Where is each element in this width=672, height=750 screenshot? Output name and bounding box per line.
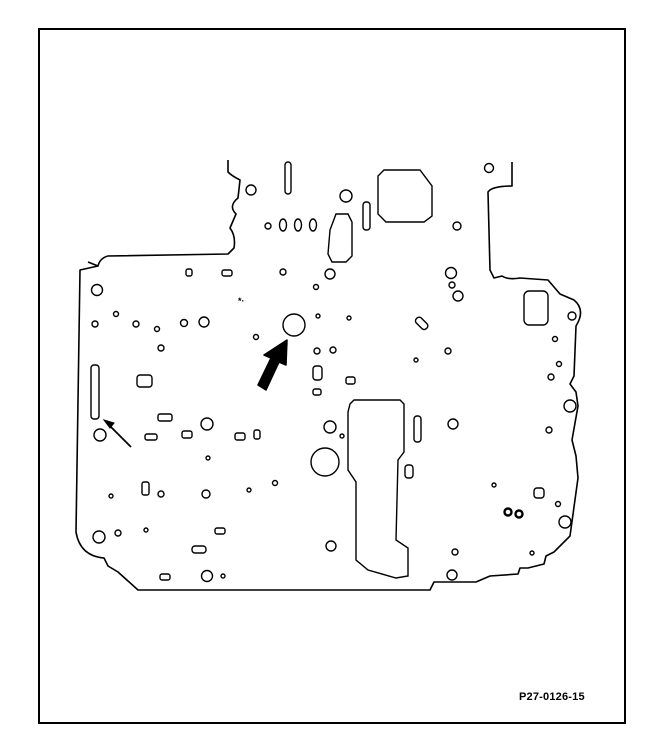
hole bbox=[339, 189, 353, 203]
hole bbox=[179, 318, 189, 328]
callout-mark: *· bbox=[238, 296, 245, 306]
small-port bbox=[345, 376, 356, 385]
hole bbox=[448, 281, 456, 289]
hole bbox=[93, 428, 107, 442]
angled-slot bbox=[414, 316, 429, 331]
hole bbox=[483, 162, 495, 174]
hole bbox=[157, 490, 165, 498]
hole bbox=[153, 325, 161, 333]
central-channel bbox=[347, 399, 409, 579]
hole bbox=[346, 315, 352, 321]
hole bbox=[220, 573, 226, 579]
slot-top-vertical bbox=[284, 161, 292, 195]
hole bbox=[200, 417, 214, 431]
oval-port bbox=[278, 218, 288, 232]
hole bbox=[447, 418, 459, 430]
pocket-right bbox=[523, 290, 549, 326]
hole bbox=[157, 344, 165, 352]
hole bbox=[264, 222, 272, 230]
small-port bbox=[533, 487, 545, 499]
small-port bbox=[312, 365, 323, 381]
hole bbox=[514, 509, 524, 519]
hole bbox=[451, 548, 459, 556]
hole bbox=[205, 455, 211, 461]
hole bbox=[112, 310, 120, 318]
hole bbox=[245, 184, 257, 196]
oval-port bbox=[293, 218, 303, 232]
small-port bbox=[144, 433, 158, 441]
small-port bbox=[141, 481, 150, 496]
pocket-top bbox=[377, 169, 433, 223]
figure-frame bbox=[38, 28, 626, 724]
hole bbox=[323, 420, 337, 434]
left-edge-notch bbox=[87, 261, 99, 267]
small-port bbox=[221, 269, 233, 277]
hole bbox=[413, 357, 419, 363]
hole bbox=[324, 268, 336, 280]
hole bbox=[558, 515, 572, 529]
hole bbox=[452, 221, 462, 231]
hole bbox=[279, 268, 287, 276]
separator-plate-outline bbox=[75, 160, 582, 591]
hole bbox=[339, 433, 345, 439]
slot bbox=[362, 201, 371, 231]
hole bbox=[271, 479, 279, 487]
pocket-angled bbox=[327, 213, 353, 263]
hole bbox=[143, 527, 149, 533]
small-port bbox=[214, 527, 226, 535]
small-port bbox=[234, 432, 246, 441]
hole bbox=[312, 283, 320, 291]
hole bbox=[108, 493, 114, 499]
hole bbox=[444, 266, 458, 280]
hole bbox=[545, 426, 553, 434]
hole bbox=[246, 487, 252, 493]
hole bbox=[329, 346, 337, 354]
small-port bbox=[185, 268, 193, 277]
hole bbox=[555, 360, 563, 368]
hole bbox=[554, 500, 562, 508]
hole bbox=[325, 540, 337, 552]
hole bbox=[444, 347, 452, 355]
slot bbox=[413, 415, 422, 443]
hole bbox=[446, 569, 458, 581]
small-port bbox=[312, 388, 322, 396]
hole bbox=[491, 482, 497, 488]
oval-port bbox=[308, 218, 318, 232]
slot-left-vertical bbox=[90, 364, 100, 420]
small-port bbox=[181, 430, 193, 439]
hole bbox=[315, 313, 321, 319]
hole bbox=[201, 489, 211, 499]
small-port bbox=[253, 429, 261, 440]
hole bbox=[547, 373, 555, 381]
hole bbox=[503, 507, 513, 517]
hole bbox=[551, 335, 559, 343]
hole bbox=[114, 529, 122, 537]
hole bbox=[313, 347, 321, 355]
hole bbox=[452, 290, 464, 302]
small-port bbox=[404, 464, 414, 479]
arrow-large-icon bbox=[257, 339, 288, 391]
large-bore bbox=[310, 447, 340, 477]
hole bbox=[91, 320, 99, 328]
hole bbox=[252, 333, 260, 341]
figure-id-label: P27-0126-15 bbox=[519, 691, 585, 703]
arrow-small-icon bbox=[102, 419, 132, 448]
hole bbox=[200, 569, 214, 583]
hole bbox=[90, 283, 104, 297]
hole bbox=[198, 316, 210, 328]
hole bbox=[563, 399, 577, 413]
small-pocket bbox=[136, 374, 153, 388]
hole bbox=[567, 311, 577, 321]
main-bore bbox=[282, 313, 306, 337]
hole bbox=[529, 550, 535, 556]
hole bbox=[92, 530, 106, 544]
small-port bbox=[159, 573, 171, 581]
small-port bbox=[157, 413, 173, 422]
small-port bbox=[191, 545, 207, 554]
hole bbox=[132, 320, 140, 328]
